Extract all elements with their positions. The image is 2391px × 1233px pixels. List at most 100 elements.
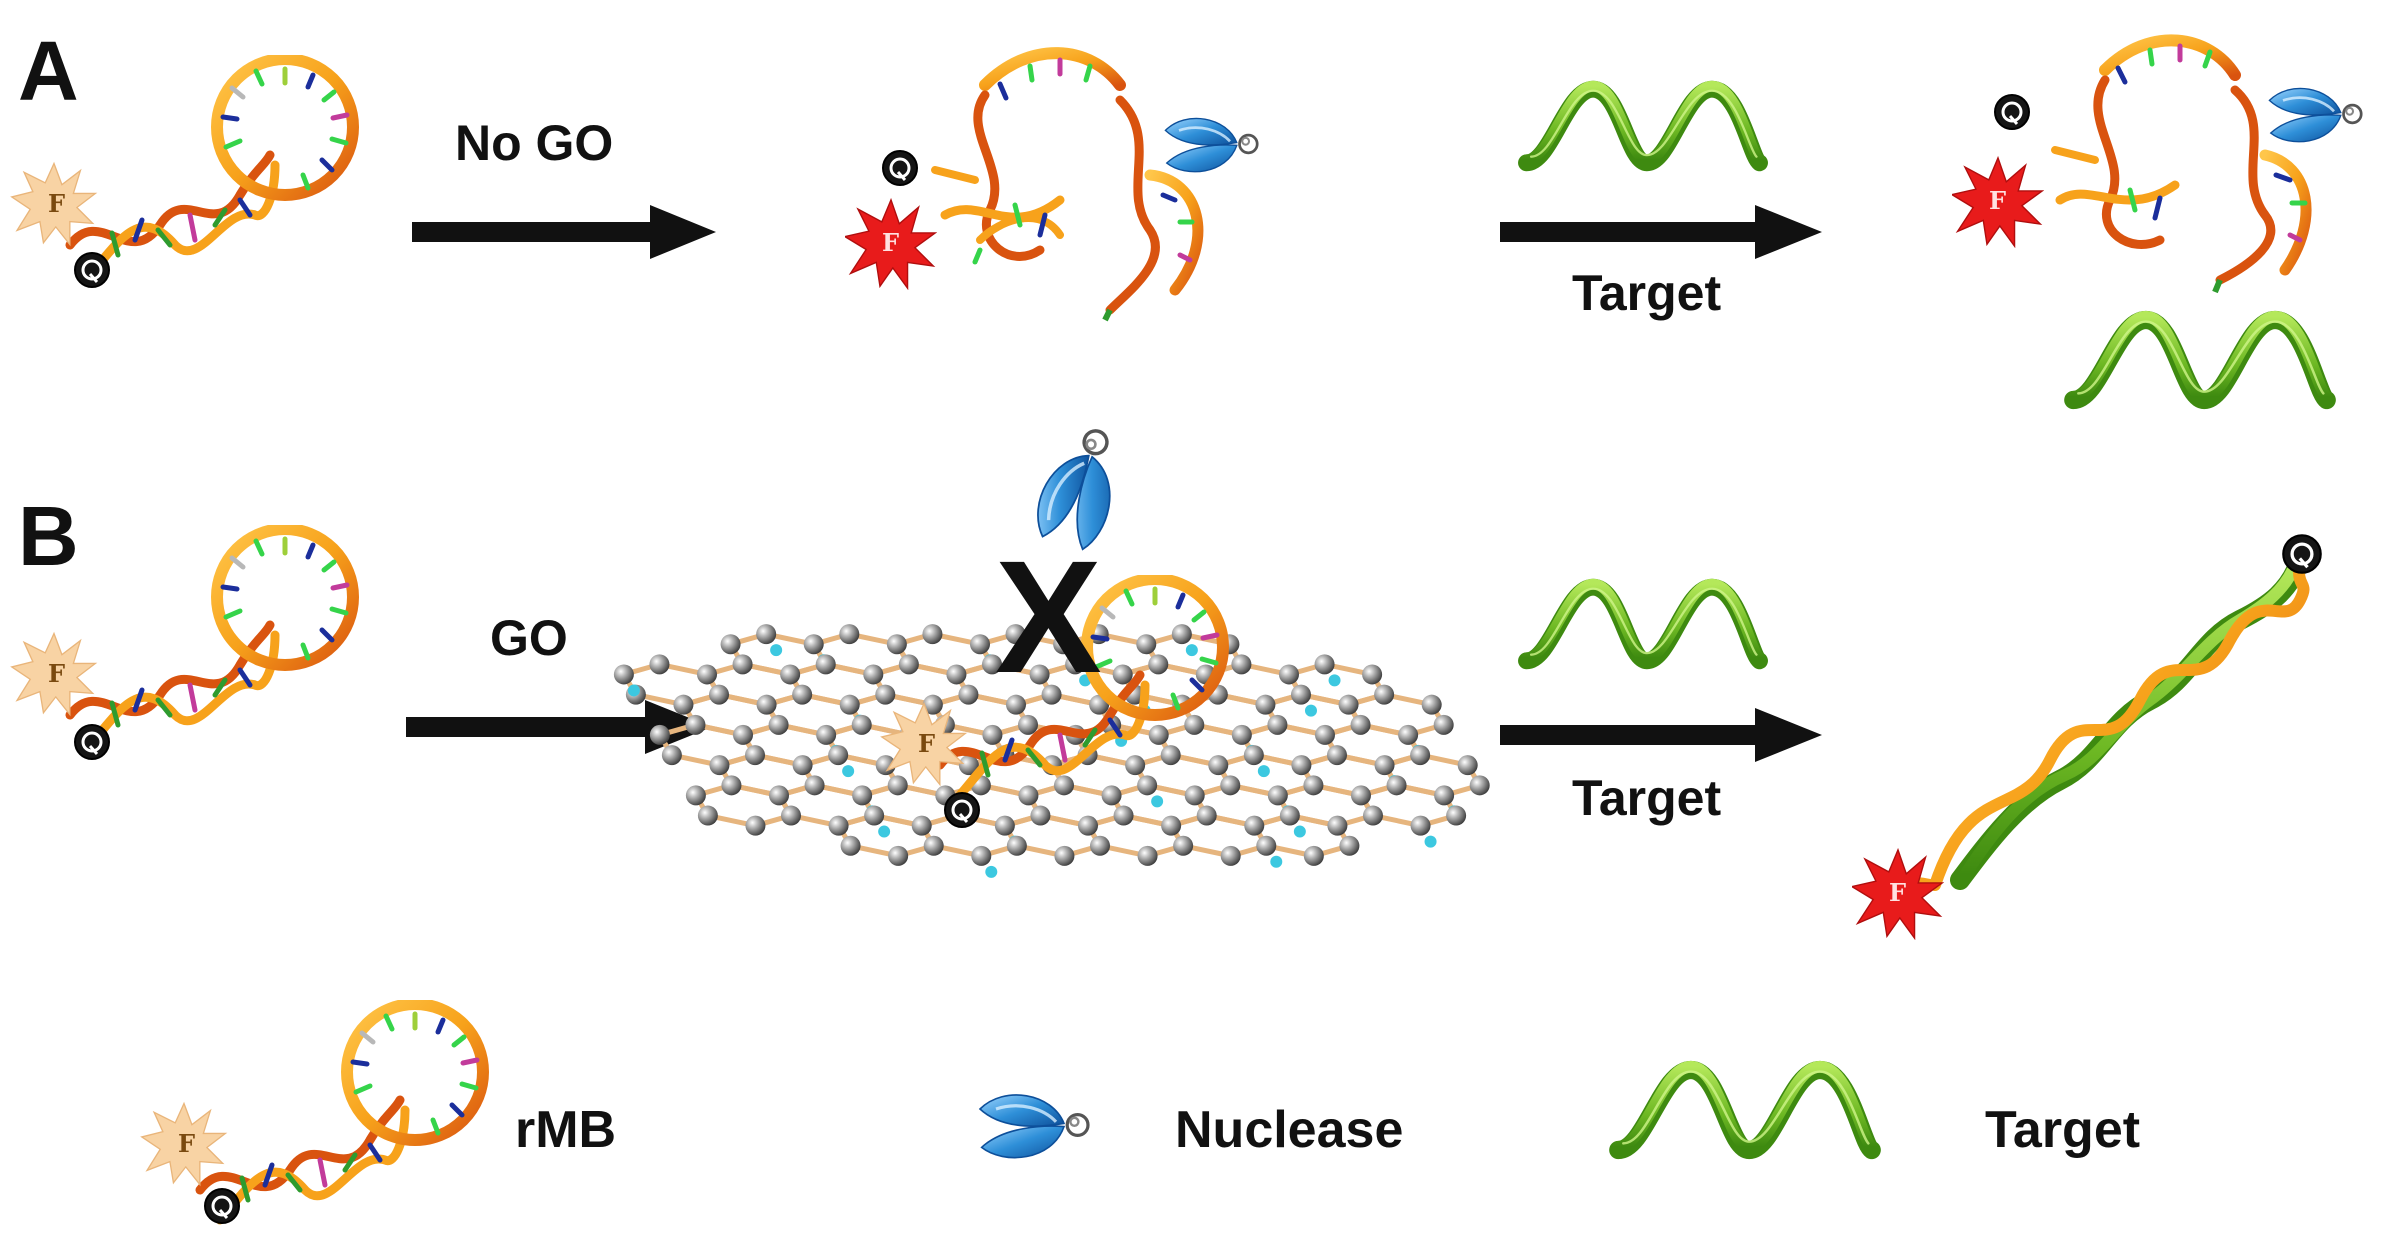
carbon-atom <box>828 815 849 836</box>
panel-b-adsorbed-rmb: F <box>881 579 1223 829</box>
carbon-atom <box>971 845 992 866</box>
carbon-atom <box>875 684 896 705</box>
carbon-atom <box>1410 815 1431 836</box>
carbon-atom <box>1053 634 1074 655</box>
carbon-atom <box>1434 785 1455 806</box>
carbon-atom <box>1208 755 1229 776</box>
carbon-atom <box>781 805 802 826</box>
legend: F rMB Nuclease Target <box>141 1004 2140 1223</box>
carbon-atom <box>839 624 860 645</box>
carbon-atom <box>1029 664 1050 685</box>
oxygen-group <box>842 765 855 778</box>
carbon-atom <box>685 785 706 806</box>
carbon-atom <box>756 624 777 645</box>
carbon-atom <box>1469 775 1490 796</box>
carbon-atom <box>1457 755 1478 776</box>
carbon-atom <box>958 684 979 705</box>
carbon-atom <box>1339 835 1360 856</box>
quencher-icon <box>73 251 111 289</box>
carbon-atom <box>1101 785 1122 806</box>
carbon-atom <box>780 664 801 685</box>
carbon-atom <box>613 664 634 685</box>
carbon-atom <box>709 684 730 705</box>
carbon-atom <box>1314 724 1335 745</box>
panel-a-arrow <box>412 205 716 259</box>
fluorophore-letter: F <box>178 1129 195 1158</box>
fluorophore-letter: F <box>1989 186 2006 215</box>
carbon-atom <box>1220 775 1241 796</box>
fluorophore-letter: F <box>48 659 65 688</box>
carbon-atom <box>1113 805 1134 826</box>
oxygen-group <box>878 825 891 838</box>
carbon-atom <box>1173 835 1194 856</box>
legend-target-label: Target <box>1985 1101 2140 1159</box>
target-icon <box>1526 86 1759 163</box>
carbon-atom <box>851 714 872 735</box>
carbon-atom <box>1054 775 1074 796</box>
nuclease-icon <box>2268 87 2363 144</box>
panel-b-rmb: F <box>11 529 353 761</box>
nuclease-icon <box>978 1093 1090 1160</box>
fluorophore-letter: F <box>882 228 899 257</box>
carbon-atom <box>1136 634 1157 655</box>
carbon-atom <box>1446 805 1467 826</box>
carbon-atom <box>803 634 824 655</box>
carbon-atom <box>1161 815 1182 836</box>
carbon-atom <box>792 684 813 705</box>
carbon-atom <box>649 654 670 675</box>
carbon-atom <box>922 624 943 645</box>
carbon-atom <box>1291 755 1312 776</box>
blocked-mark: X <box>995 527 1102 706</box>
carbon-atom <box>661 745 682 766</box>
carbon-atom <box>756 694 777 715</box>
oxygen-group <box>1185 644 1198 657</box>
carbon-atom <box>1410 745 1431 766</box>
carbon-atom <box>1256 835 1277 856</box>
carbon-atom <box>816 724 837 745</box>
carbon-atom <box>1386 775 1407 796</box>
carbon-atom <box>875 755 896 776</box>
carbon-atom <box>673 694 694 715</box>
panel-b-arrow-label: GO <box>490 610 568 666</box>
carbon-atom <box>1327 815 1348 836</box>
carbon-atom <box>828 745 849 766</box>
carbon-atom <box>911 815 932 836</box>
carbon-atom <box>839 694 860 715</box>
carbon-atom <box>1350 714 1371 735</box>
carbon-atom <box>1148 724 1169 745</box>
panel-a-target-arrow-label: Target <box>1572 265 1721 321</box>
quencher-icon <box>2281 533 2323 575</box>
legend-target: Target <box>1618 1067 2140 1159</box>
carbon-atom <box>1160 745 1181 766</box>
carbon-atom <box>1231 724 1252 745</box>
carbon-atom <box>1362 805 1383 826</box>
panel-a-target-arrow <box>1500 205 1822 259</box>
panel-b-target-arrow-label: Target <box>1572 770 1721 826</box>
fluorophore-letter: F <box>1889 878 1906 907</box>
carbon-atom <box>804 775 825 796</box>
carbon-atom <box>1184 785 1205 806</box>
carbon-atom <box>1018 785 1039 806</box>
carbon-atom <box>1303 845 1324 866</box>
carbon-atom <box>769 785 790 806</box>
carbon-atom <box>768 714 789 735</box>
quencher-icon <box>73 723 111 761</box>
legend-nuclease: Nuclease <box>978 1093 1403 1160</box>
panel-b-label: B <box>18 489 79 583</box>
carbon-atom <box>815 654 836 675</box>
carbon-atom <box>852 785 873 806</box>
panel-b: B F GO F X <box>11 418 2323 939</box>
carbon-atom <box>1433 714 1454 735</box>
carbon-atom <box>1279 805 1300 826</box>
carbon-atom <box>1030 805 1051 826</box>
carbon-atom <box>1362 664 1383 685</box>
carbon-atom <box>1090 835 1110 856</box>
panel-a-arrow-label: No GO <box>455 115 613 171</box>
carbon-atom <box>958 755 979 776</box>
carbon-atom <box>649 724 670 745</box>
carbon-atom <box>745 745 766 766</box>
oxygen-group <box>1424 835 1437 848</box>
carbon-atom <box>982 654 1002 675</box>
carbon-atom <box>1267 714 1288 735</box>
carbon-atom <box>1184 714 1205 735</box>
